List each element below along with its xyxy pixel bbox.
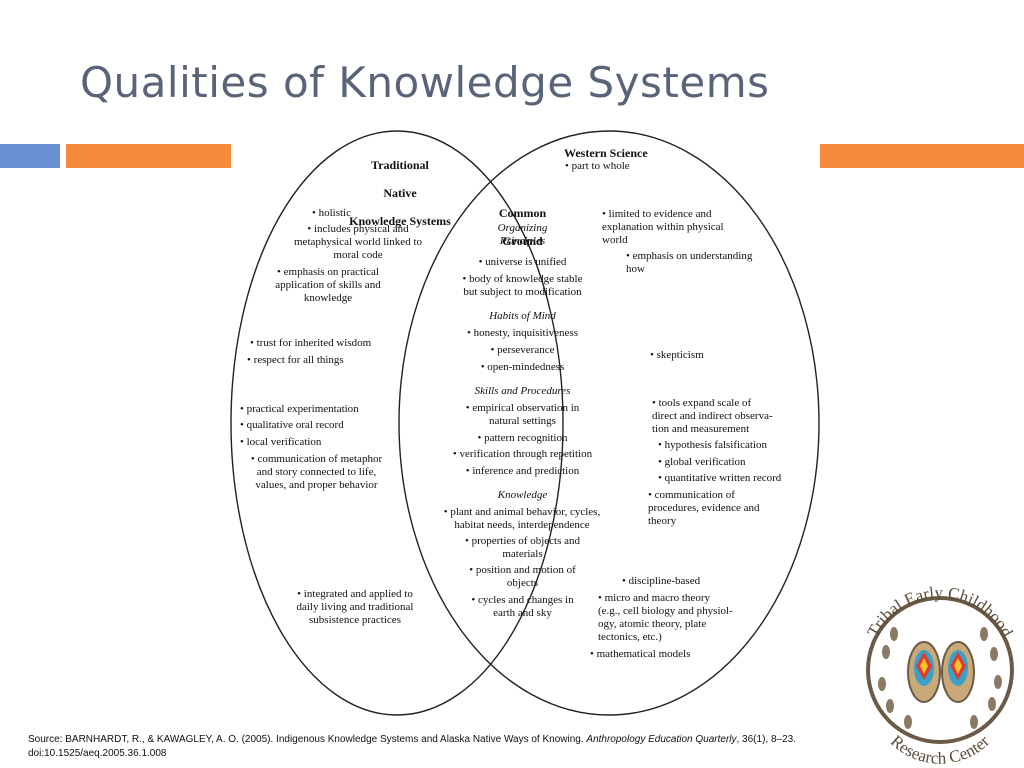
left-item: • qualitative oral record xyxy=(240,419,344,431)
center-heading-line: Ground xyxy=(502,234,543,248)
right-item: • skepticism xyxy=(650,349,704,361)
footprints-icon xyxy=(878,627,1002,729)
venn-left-ellipse xyxy=(230,130,564,716)
venn-right-ellipse xyxy=(398,130,820,716)
right-item: • emphasis on understanding how xyxy=(626,250,753,275)
right-item: • discipline-based xyxy=(622,575,701,587)
left-item: • practical experimentation xyxy=(240,403,359,415)
right-item: • communication of procedures, evidence … xyxy=(648,489,760,527)
center-item: • universe is unified xyxy=(478,256,567,268)
right-item: • global verification xyxy=(658,456,746,468)
right-item: • quantitative written record xyxy=(658,472,782,484)
accent-bar-blue xyxy=(0,144,60,168)
center-item: • body of knowledge stable but subject t… xyxy=(462,273,583,298)
center-item: • cycles and changes in earth and sky xyxy=(471,594,574,619)
left-heading-line: Native xyxy=(383,186,417,200)
center-section-heading: Habits of Mind xyxy=(489,310,556,322)
source-suffix: , 36(1), 8–23. xyxy=(736,734,796,745)
right-item: • part to whole xyxy=(565,160,630,172)
center-section-heading: Skills and Procedures xyxy=(474,385,571,397)
center-section-heading: Knowledge xyxy=(497,489,548,501)
left-heading-line: Traditional xyxy=(371,158,429,172)
right-item: • mathematical models xyxy=(590,648,691,660)
right-item: • micro and macro theory (e.g., cell bio… xyxy=(598,592,733,643)
center-heading-line: Common xyxy=(498,206,547,220)
center-item: • position and motion of objects xyxy=(469,564,576,589)
center-item: • properties of objects and materials xyxy=(464,535,581,560)
center-item: • perseverance xyxy=(490,344,555,356)
left-heading-line: Knowledge Systems xyxy=(349,214,451,228)
right-item: • hypothesis falsification xyxy=(658,439,767,451)
slide-title: Qualities of Knowledge Systems xyxy=(80,58,770,107)
center-section-heading: Organizing Principles xyxy=(497,222,548,247)
right-item: • tools expand scale of direct and indir… xyxy=(652,397,773,435)
source-journal: Anthropology Education Quarterly xyxy=(586,734,737,745)
center-item: • empirical observation in natural setti… xyxy=(465,402,580,427)
right-item: • limited to evidence and explanation wi… xyxy=(602,208,724,246)
center-item: • open-mindedness xyxy=(480,361,565,373)
center-item: • honesty, inquisitiveness xyxy=(467,327,578,339)
center-item: • verification through repetition xyxy=(452,448,593,460)
left-item: • includes physical and metaphysical wor… xyxy=(294,223,422,261)
accent-bar-orange-left xyxy=(66,144,231,168)
left-item: • emphasis on practical application of s… xyxy=(275,266,381,304)
source-doi: doi:10.1525/aeq.2005.36.1.008 xyxy=(28,748,167,759)
center-item: • inference and prediction xyxy=(465,465,580,477)
accent-bar-orange-right xyxy=(820,144,1024,168)
tribal-early-childhood-logo: Tribal Early Childhood Research Center xyxy=(863,583,1017,764)
moccasins-icon xyxy=(907,641,975,703)
left-item: • trust for inherited wisdom xyxy=(250,337,372,349)
source-prefix: Source: BARNHARDT, R., & KAWAGLEY, A. O.… xyxy=(28,734,587,745)
left-item: • local verification xyxy=(240,436,322,448)
source-citation: Source: BARNHARDT, R., & KAWAGLEY, A. O.… xyxy=(28,733,796,761)
left-item: • holistic xyxy=(312,207,351,219)
left-item: • integrated and applied to daily living… xyxy=(296,588,414,626)
left-heading: Traditional Native Knowledge Systems xyxy=(330,144,470,242)
left-item: • respect for all things xyxy=(247,354,344,366)
center-heading: Common Ground xyxy=(470,192,575,262)
right-heading: Western Science xyxy=(564,146,648,160)
center-item: • pattern recognition xyxy=(477,432,568,444)
left-item: • communication of metaphor and story co… xyxy=(250,453,383,491)
center-item: • plant and animal behavior, cycles, hab… xyxy=(443,506,601,531)
